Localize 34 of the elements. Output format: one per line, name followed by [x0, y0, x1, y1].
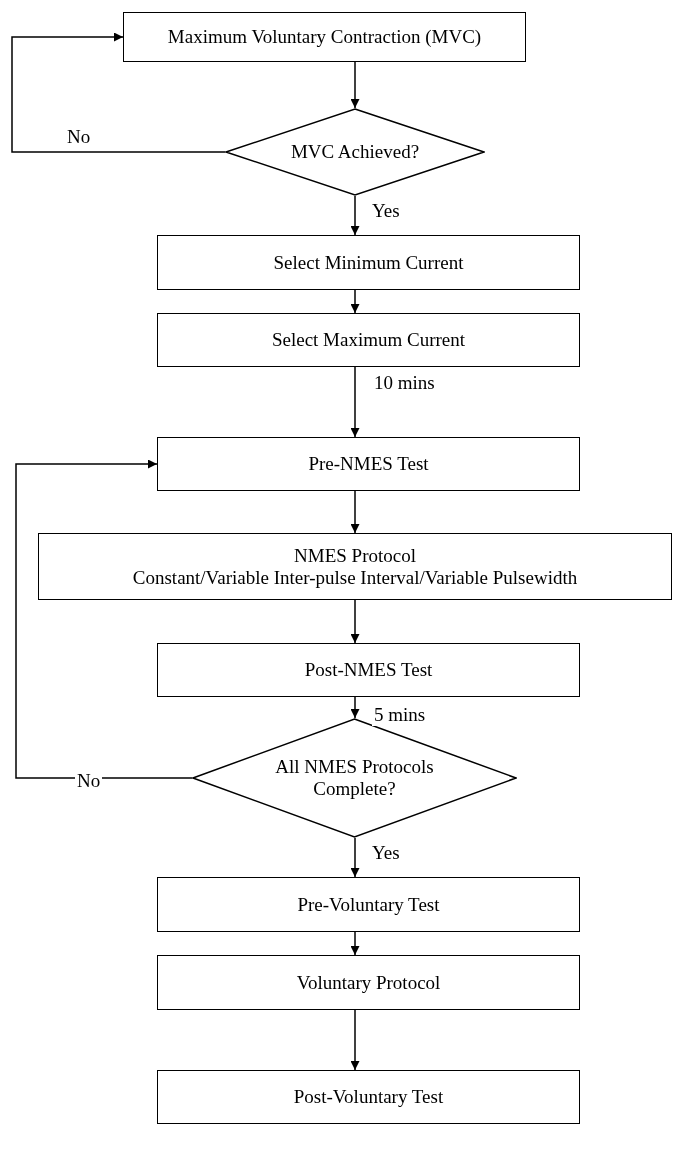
step-label: MVC Achieved?	[290, 141, 420, 163]
process-box	[157, 235, 580, 290]
arrow	[350, 195, 360, 236]
process-box	[38, 533, 672, 600]
arrow	[350, 837, 360, 878]
step-label: Pre-NMES Test	[308, 453, 429, 475]
step-label: Pre-Voluntary Test	[297, 893, 440, 916]
process-box	[157, 877, 580, 932]
arrow	[350, 599, 360, 644]
step-label: Select Maximum Current	[271, 329, 466, 351]
arrow	[350, 366, 360, 438]
process-box	[123, 12, 526, 62]
arrow	[11, 32, 226, 153]
process-box	[157, 643, 580, 697]
process-box	[157, 1070, 580, 1124]
arrow	[350, 1009, 360, 1071]
process-box	[157, 313, 580, 367]
step-label: Voluntary Protocol	[296, 971, 441, 994]
step-label: NMES Protocol	[294, 544, 416, 567]
step-label: Select Minimum Current	[273, 251, 464, 274]
process-box	[157, 437, 580, 491]
step-label: Maximum Voluntary Contraction (MVC)	[167, 26, 482, 48]
arrow	[350, 490, 360, 534]
decision-diamond	[225, 108, 485, 196]
arrow	[350, 289, 360, 314]
arrow	[350, 696, 360, 719]
arrow	[350, 931, 360, 956]
arrow	[15, 459, 193, 779]
step-label: Post-NMES Test	[304, 659, 433, 681]
arrow	[350, 61, 360, 109]
step-label: All NMES Protocols Complete?	[274, 756, 435, 800]
process-box	[157, 955, 580, 1010]
step-description: Constant/Variable Inter-pulse Interval/Variable Pulsewidth	[132, 566, 578, 589]
step-label: Post-Voluntary Test	[293, 1086, 444, 1108]
